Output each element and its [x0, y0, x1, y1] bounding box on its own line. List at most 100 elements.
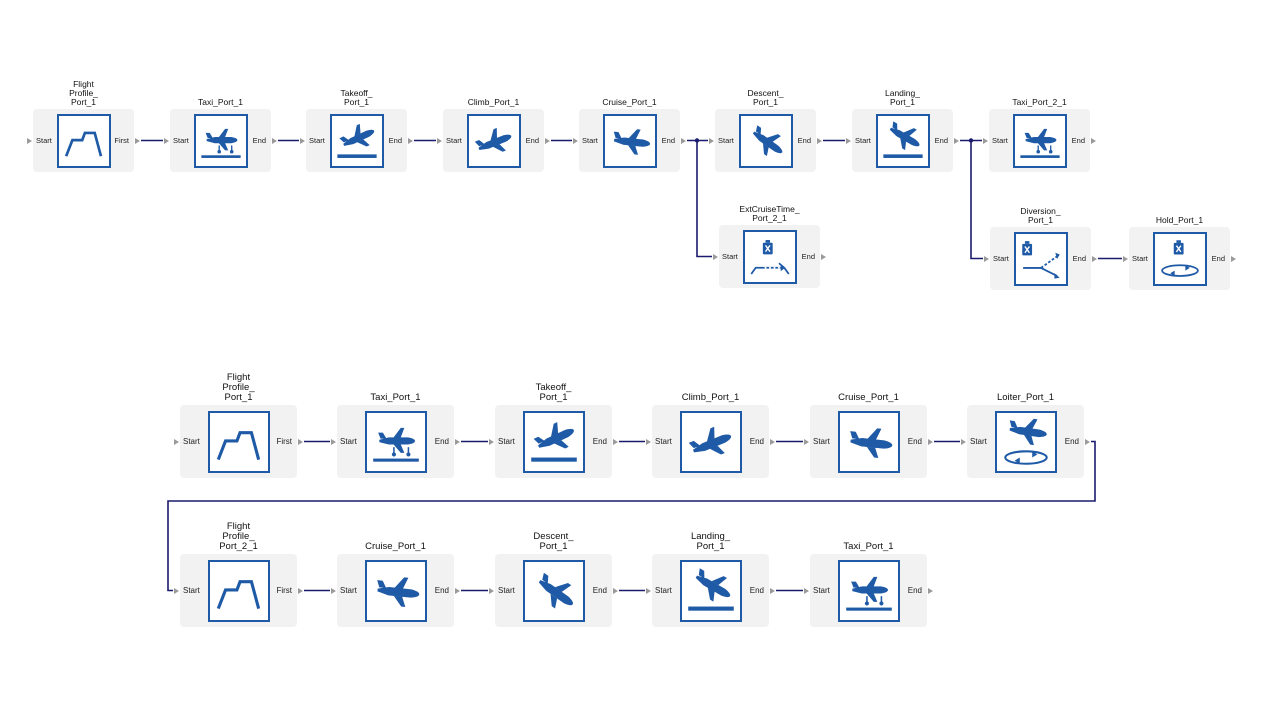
output-port-arrow[interactable]: [613, 587, 618, 594]
output-port-label: End: [592, 585, 607, 595]
output-port-arrow[interactable]: [821, 253, 826, 260]
output-port-arrow[interactable]: [455, 438, 460, 445]
input-port-arrow[interactable]: [646, 587, 651, 594]
cruise-icon: [837, 410, 900, 473]
output-port-arrow[interactable]: [613, 438, 618, 445]
output-port-label: End: [1064, 436, 1079, 446]
input-port-arrow[interactable]: [331, 438, 336, 445]
block-title: Takeoff_ Port_1: [535, 382, 572, 403]
input-port-label: Start: [340, 436, 357, 446]
input-port-arrow[interactable]: [437, 137, 442, 144]
input-port-label: Start: [813, 585, 830, 595]
output-port-arrow[interactable]: [455, 587, 460, 594]
output-port-arrow[interactable]: [298, 438, 303, 445]
block-title: Taxi_Port_1: [843, 541, 894, 552]
input-port-label: Start: [993, 253, 1009, 263]
input-port-arrow[interactable]: [573, 137, 578, 144]
climb-icon: [466, 113, 521, 168]
block-title: Flight Profile_ Port_1: [69, 79, 98, 107]
block-title: ExtCruiseTime_ Port_2_1: [739, 204, 800, 223]
takeoff-icon: [329, 113, 384, 168]
input-port-arrow[interactable]: [174, 438, 179, 445]
loiter-icon: [994, 410, 1057, 473]
input-port-arrow[interactable]: [174, 587, 179, 594]
input-port-arrow[interactable]: [984, 255, 989, 262]
output-port-arrow[interactable]: [770, 438, 775, 445]
output-port-arrow[interactable]: [928, 587, 933, 594]
input-port-arrow[interactable]: [331, 587, 336, 594]
input-port-label: Start: [183, 585, 200, 595]
output-port-arrow[interactable]: [1092, 255, 1097, 262]
input-port-arrow[interactable]: [804, 438, 809, 445]
input-port-arrow[interactable]: [489, 438, 494, 445]
input-port-arrow[interactable]: [709, 137, 714, 144]
output-port-arrow[interactable]: [545, 137, 550, 144]
output-port-arrow[interactable]: [135, 137, 140, 144]
input-port-arrow[interactable]: [489, 587, 494, 594]
block-title: Climb_Port_1: [681, 392, 740, 403]
output-port-arrow[interactable]: [1085, 438, 1090, 445]
input-port-label: Start: [183, 436, 200, 446]
output-port-label: End: [801, 251, 815, 261]
input-port-arrow[interactable]: [983, 137, 988, 144]
profile-icon: [207, 410, 270, 473]
input-port-arrow[interactable]: [27, 137, 32, 144]
output-port-arrow[interactable]: [1091, 137, 1096, 144]
block-title: Taxi_Port_2_1: [1012, 97, 1067, 107]
input-port-arrow[interactable]: [846, 137, 851, 144]
output-port-arrow[interactable]: [928, 438, 933, 445]
output-port-label: End: [1072, 253, 1086, 263]
output-port-arrow[interactable]: [1231, 255, 1236, 262]
input-port-arrow[interactable]: [300, 137, 305, 144]
output-port-label: First: [276, 585, 292, 595]
output-port-arrow[interactable]: [817, 137, 822, 144]
input-port-arrow[interactable]: [961, 438, 966, 445]
output-port-label: End: [907, 436, 922, 446]
output-port-arrow[interactable]: [298, 587, 303, 594]
input-port-arrow[interactable]: [646, 438, 651, 445]
input-port-arrow[interactable]: [164, 137, 169, 144]
output-port-arrow[interactable]: [681, 137, 686, 144]
block-title: Descent_ Port_1: [533, 531, 574, 552]
input-port-label: Start: [655, 585, 672, 595]
output-port-label: End: [252, 135, 266, 145]
output-port-arrow[interactable]: [770, 587, 775, 594]
output-port-label: First: [114, 135, 129, 145]
output-port-arrow[interactable]: [408, 137, 413, 144]
input-port-label: Start: [309, 135, 325, 145]
input-port-arrow[interactable]: [713, 253, 718, 260]
output-port-arrow[interactable]: [272, 137, 277, 144]
output-port-label: End: [934, 135, 948, 145]
input-port-arrow[interactable]: [804, 587, 809, 594]
input-port-label: Start: [1132, 253, 1148, 263]
diversion-icon: [1013, 231, 1068, 286]
output-port-label: End: [525, 135, 539, 145]
block-title: Diversion_ Port_1: [1020, 206, 1061, 225]
output-port-arrow[interactable]: [954, 137, 959, 144]
output-port-label: End: [1071, 135, 1085, 145]
block-title: Taxi_Port_1: [370, 392, 421, 403]
input-port-arrow[interactable]: [1123, 255, 1128, 262]
